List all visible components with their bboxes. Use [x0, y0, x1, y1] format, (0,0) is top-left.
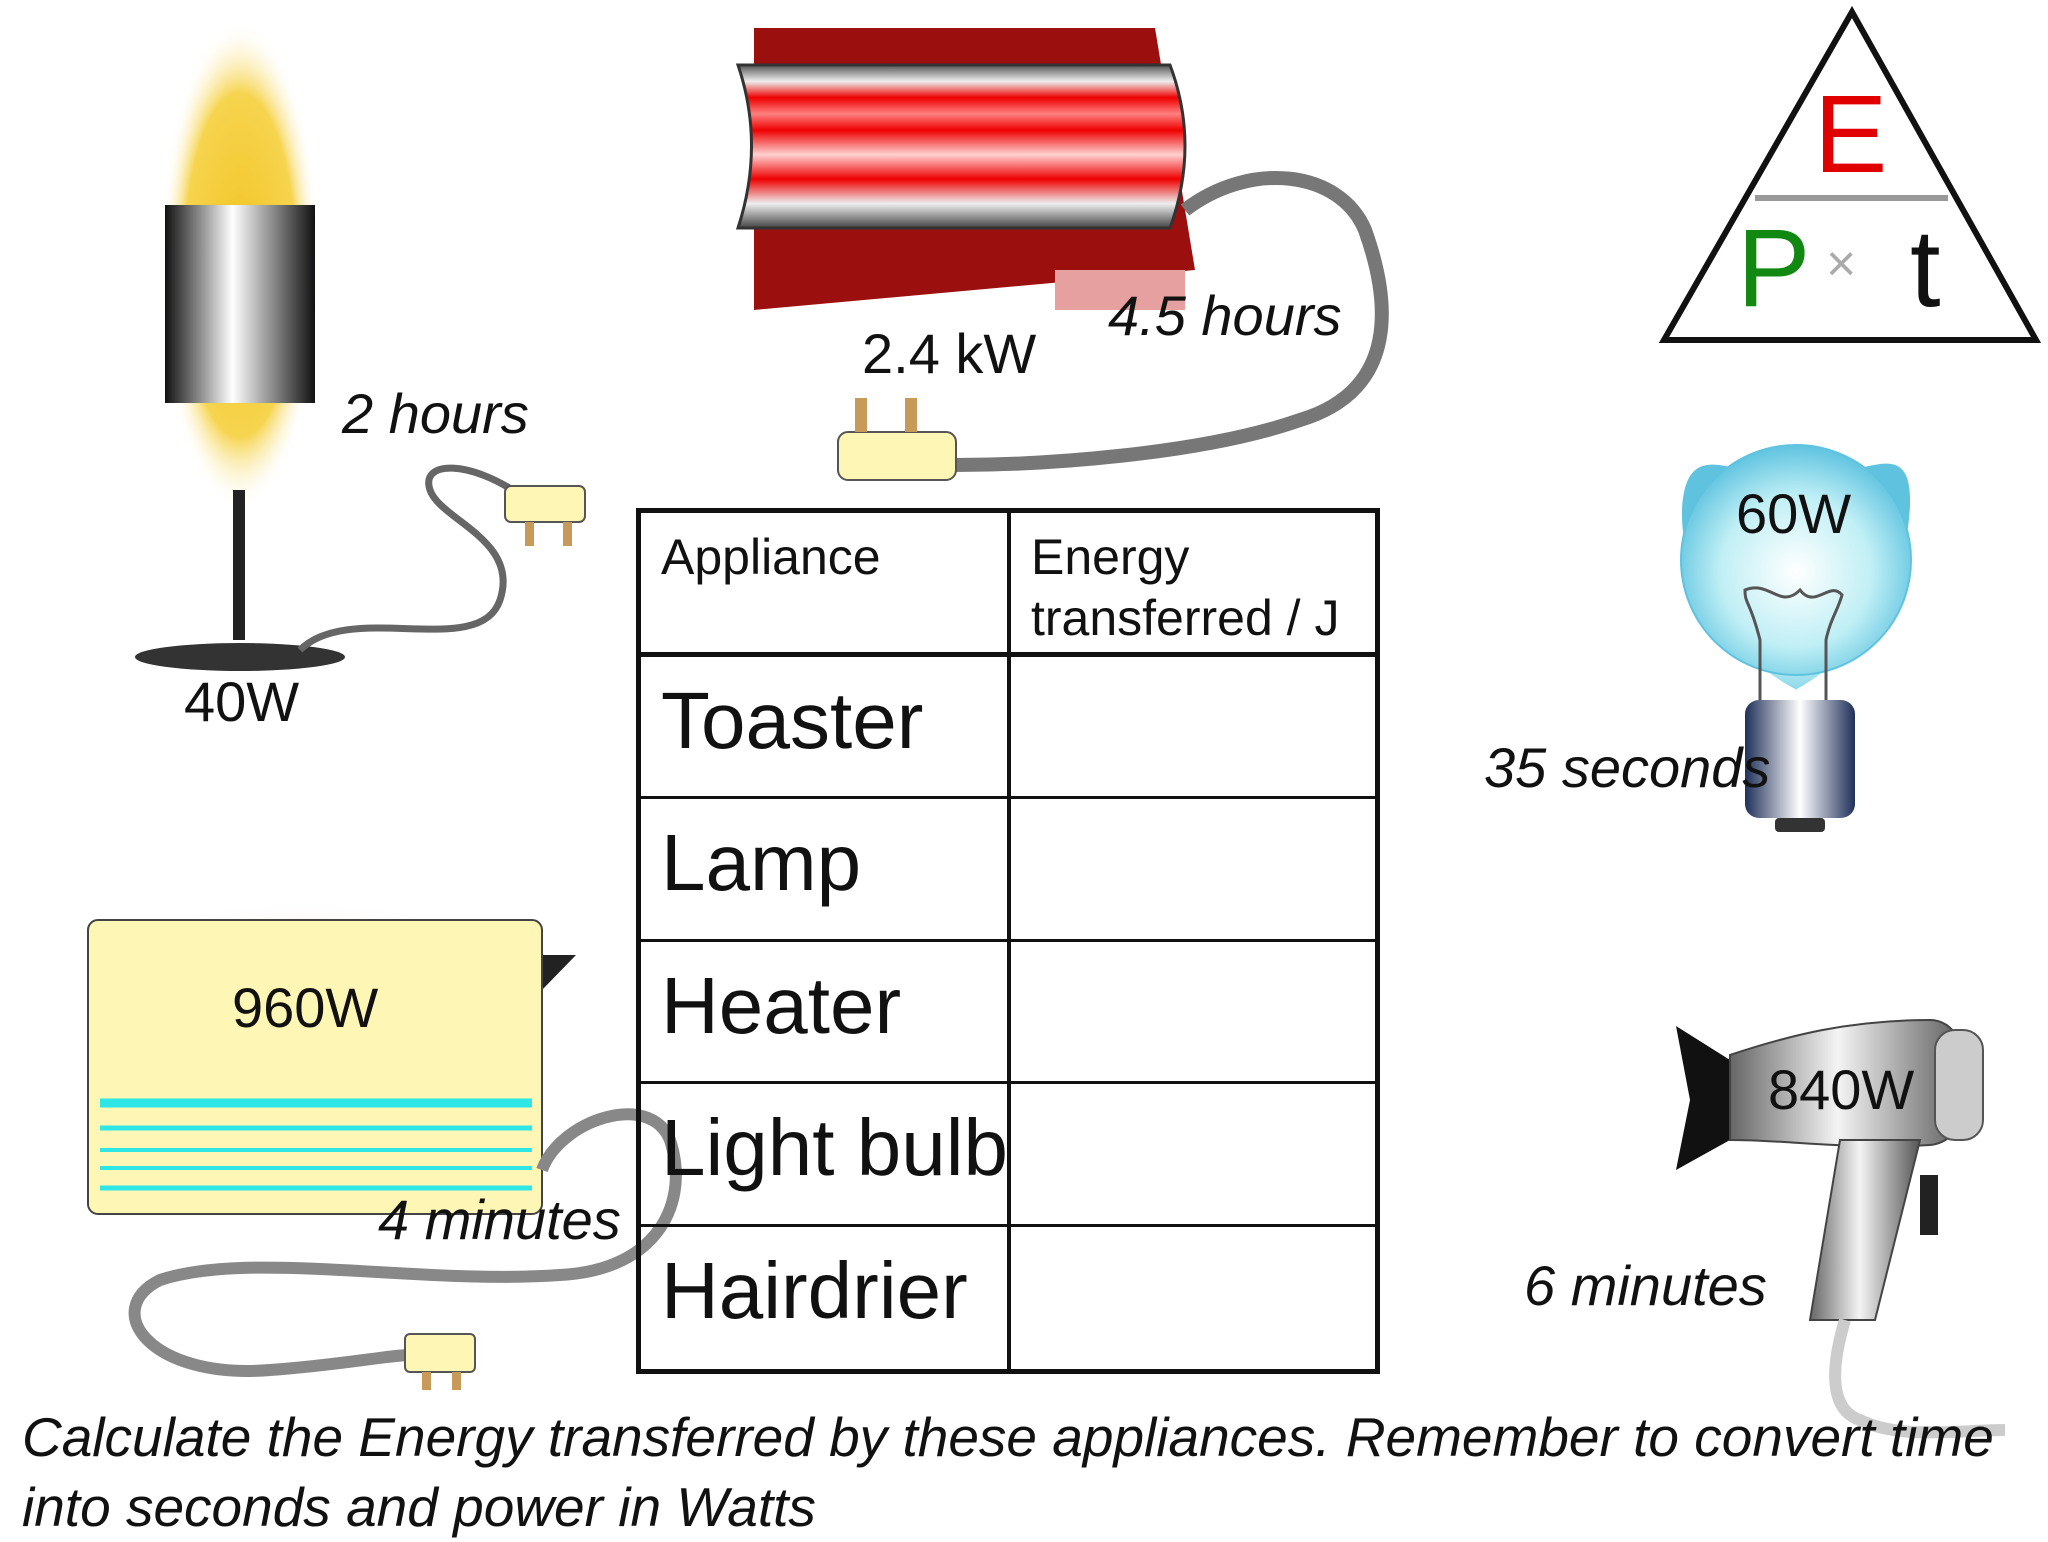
lamp-time-label: 2 hours [342, 382, 529, 445]
lamp-illustration [135, 20, 586, 671]
heater-time-label: 4.5 hours [1108, 284, 1342, 347]
energy-answer-cell[interactable] [1011, 942, 1375, 1085]
energy-symbol: E [1814, 73, 1888, 196]
bulb-time-label: 35 seconds [1484, 736, 1771, 799]
multiply-symbol: × [1826, 235, 1857, 293]
energy-answer-cell[interactable] [1011, 1227, 1375, 1369]
bulb-power-label: 60W [1736, 482, 1852, 545]
instructions-text: Calculate the Energy transferred by thes… [22, 1406, 1994, 1538]
hairdrier-time-label: 6 minutes [1524, 1254, 1767, 1317]
energy-table: Appliance Energy transferred / J Toaster… [636, 508, 1380, 1374]
table-header-energy: Energy transferred / J [1011, 513, 1375, 657]
heater-power-label: 2.4 kW [862, 322, 1037, 385]
lamp-power-label: 40W [184, 670, 300, 733]
light-bulb-illustration [1680, 444, 1912, 832]
table-row-label: Light bulb [641, 1084, 1011, 1227]
heater-illustration [735, 28, 1389, 481]
table-row-label: Heater [641, 941, 1011, 1085]
toaster-illustration [87, 820, 682, 1390]
table-row-label: Lamp [641, 799, 1011, 942]
hairdrier-illustration [1676, 1018, 2006, 1439]
table-row-label: Toaster [641, 657, 1011, 800]
formula-triangle [1658, 5, 2042, 343]
table-row-label: Hairdrier [641, 1226, 1011, 1369]
energy-answer-cell[interactable] [1011, 799, 1375, 942]
toaster-power-label: 960W [232, 976, 379, 1039]
energy-answer-cell[interactable] [1011, 657, 1375, 800]
power-symbol: P [1737, 207, 1811, 330]
table-header-appliance: Appliance [641, 513, 1011, 657]
hairdrier-power-label: 840W [1768, 1058, 1915, 1121]
toaster-time-label: 4 minutes [378, 1188, 621, 1251]
energy-answer-cell[interactable] [1011, 1084, 1375, 1227]
time-symbol: t [1910, 207, 1941, 330]
